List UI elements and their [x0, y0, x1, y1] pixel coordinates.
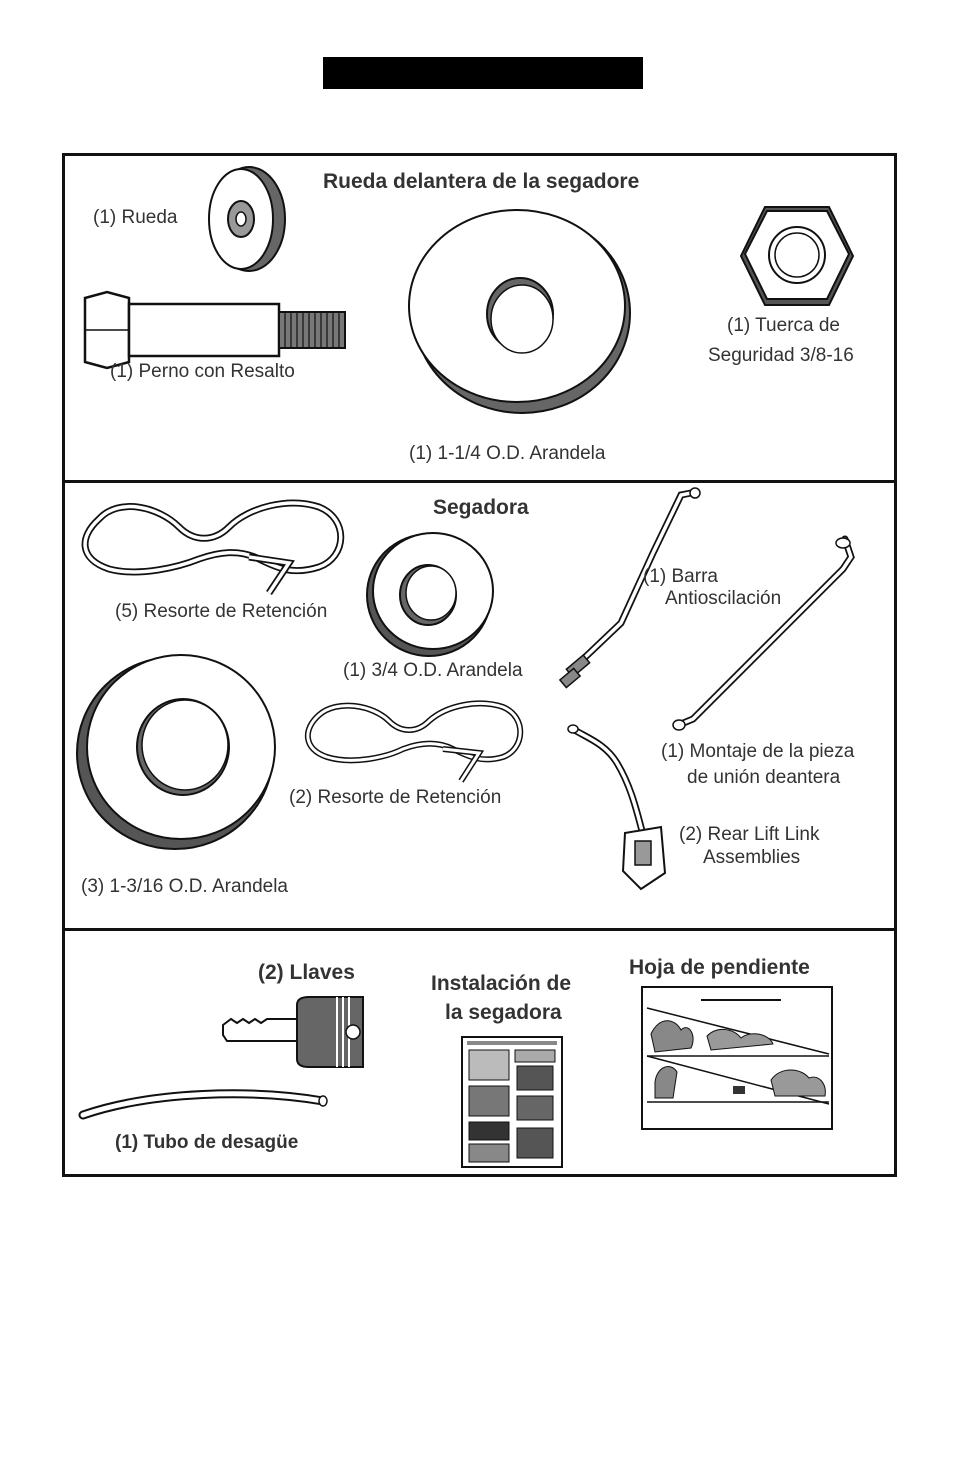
locknut-label-1: (1) Tuerca de	[727, 315, 840, 336]
retaining-spring-icon	[304, 700, 524, 783]
sway-bar-label-1: (1) Barra	[643, 566, 718, 587]
washer-3-4-label: (1) 3/4 O.D. Arandela	[343, 660, 523, 681]
locknut-label-2: Seguridad 3/8-16	[708, 345, 854, 366]
shoulder-bolt-label: (1) Perno con Resalto	[110, 361, 295, 382]
washer-icon	[366, 532, 494, 657]
rear-lift-link-icon	[567, 724, 667, 891]
washer-icon	[76, 654, 276, 850]
keys-heading: (2) Llaves	[258, 961, 355, 984]
install-booklet-icon	[461, 1036, 563, 1168]
front-link-label-2: de unión deantera	[687, 767, 841, 788]
locknut-icon	[739, 206, 855, 306]
rear-lift-label-1: (2) Rear Lift Link	[679, 824, 820, 845]
install-heading-1: Instalación de	[431, 972, 572, 995]
sway-bar-icon	[558, 487, 701, 689]
front-link-label-1: (1) Montaje de la pieza	[661, 741, 855, 762]
wheel-icon	[208, 166, 286, 272]
panel-front-wheel: Rueda delantera de la segadore (1) Rueda…	[65, 156, 894, 483]
drain-tube-icon	[78, 1089, 328, 1120]
section-heading-mower: Segadora	[433, 496, 529, 519]
retaining-spring-5-label: (5) Resorte de Retención	[115, 601, 328, 622]
retaining-spring-icon	[81, 499, 345, 595]
parts-frame: Rueda delantera de la segadore (1) Rueda…	[62, 153, 897, 1177]
front-link-icon	[672, 535, 855, 731]
slope-heading: Hoja de pendiente	[629, 956, 810, 979]
wheel-label: (1) Rueda	[93, 207, 178, 228]
drain-tube-label: (1) Tubo de desagüe	[115, 1132, 299, 1153]
washer-1-3-16-label: (3) 1-3/16 O.D. Arandela	[81, 876, 288, 897]
panel-misc: (2) Llaves (1) Tubo de desagüe Instalaci…	[65, 931, 894, 1174]
retaining-spring-2-label: (2) Resorte de Retención	[289, 787, 502, 808]
section-heading-front-wheel: Rueda delantera de la segadore	[323, 170, 640, 193]
title-bar	[323, 57, 643, 89]
washer-label: (1) 1-1/4 O.D. Arandela	[409, 443, 606, 464]
shoulder-bolt-icon	[83, 290, 346, 370]
sway-bar-label-2: Antioscilación	[665, 588, 782, 609]
washer-icon	[408, 209, 631, 414]
key-icon	[222, 996, 364, 1068]
install-heading-2: la segadora	[445, 1001, 562, 1024]
rear-lift-label-2: Assemblies	[703, 847, 801, 868]
panel-mower: Segadora (5) Resorte de Retención (1) 3/…	[65, 483, 894, 931]
slope-sheet-icon	[641, 986, 833, 1130]
